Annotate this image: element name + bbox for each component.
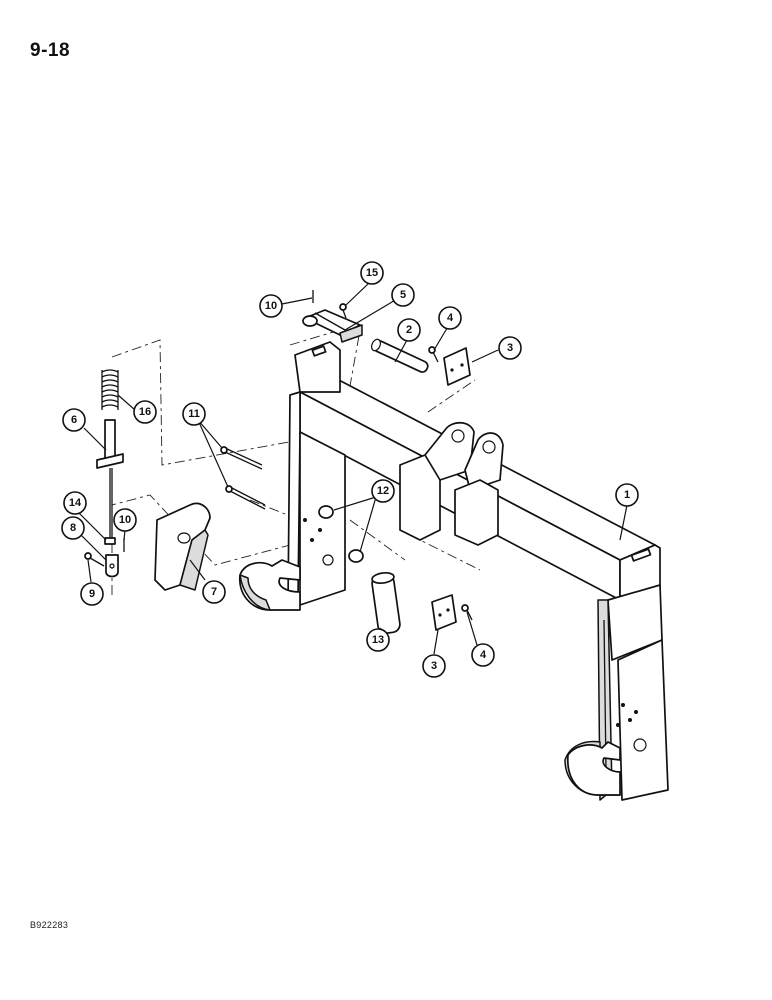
retainer-plate-upper	[443, 347, 471, 386]
svg-text:1: 1	[624, 489, 630, 501]
svg-text:16: 16	[139, 406, 151, 418]
callout-7: 7	[202, 580, 226, 604]
latch-plate	[302, 309, 363, 343]
callout-10-upper: 10	[259, 294, 283, 318]
svg-text:6: 6	[71, 414, 77, 426]
svg-text:9: 9	[89, 588, 95, 600]
clevis-assembly	[84, 537, 125, 578]
callout-6: 6	[62, 408, 86, 432]
svg-text:7: 7	[211, 586, 217, 598]
bushings	[318, 505, 364, 563]
svg-text:12: 12	[377, 485, 389, 497]
svg-text:3: 3	[431, 660, 437, 672]
svg-text:2: 2	[406, 324, 412, 336]
page-number: 9-18	[30, 40, 71, 61]
svg-text:5: 5	[400, 289, 406, 301]
callout-13: 13	[366, 628, 390, 652]
svg-text:13: 13	[372, 634, 384, 646]
bolts-part-11	[220, 446, 266, 510]
callout-16: 16	[133, 400, 157, 424]
callout-1: 1	[615, 483, 639, 507]
figure-code: B922283	[30, 920, 69, 930]
callout-5: 5	[391, 283, 415, 307]
pin-part-13	[371, 571, 401, 635]
svg-text:11: 11	[188, 408, 200, 420]
callout-4-upper: 4	[438, 306, 462, 330]
leader-lines	[77, 282, 628, 655]
quick-hitch-frame	[239, 341, 669, 801]
svg-text:15: 15	[366, 267, 378, 279]
spring	[101, 369, 119, 410]
svg-text:3: 3	[507, 342, 513, 354]
svg-text:10: 10	[265, 300, 277, 312]
bolt-part-15	[339, 303, 347, 319]
svg-text:4: 4	[480, 649, 487, 661]
latch	[154, 502, 211, 591]
svg-text:8: 8	[70, 522, 76, 534]
callout-15: 15	[360, 261, 384, 285]
callout-3-lower: 3	[422, 654, 446, 678]
callout-3-upper: 3	[498, 336, 522, 360]
pin-part-2	[370, 338, 429, 373]
callout-2: 2	[397, 318, 421, 342]
svg-text:4: 4	[447, 312, 454, 324]
svg-text:10: 10	[119, 514, 131, 526]
callout-8: 8	[61, 516, 85, 540]
callout-14: 14	[63, 491, 87, 515]
svg-text:14: 14	[69, 497, 82, 509]
callout-9: 9	[80, 582, 104, 606]
bolt-upper	[428, 346, 439, 363]
release-rod	[96, 419, 124, 540]
callout-10-lower: 10	[113, 508, 137, 532]
retainer-plate-lower	[431, 594, 457, 631]
callout-4-lower: 4	[471, 643, 495, 667]
bolt-lower	[461, 604, 473, 621]
callout-12: 12	[371, 479, 395, 503]
callout-11: 11	[182, 402, 206, 426]
